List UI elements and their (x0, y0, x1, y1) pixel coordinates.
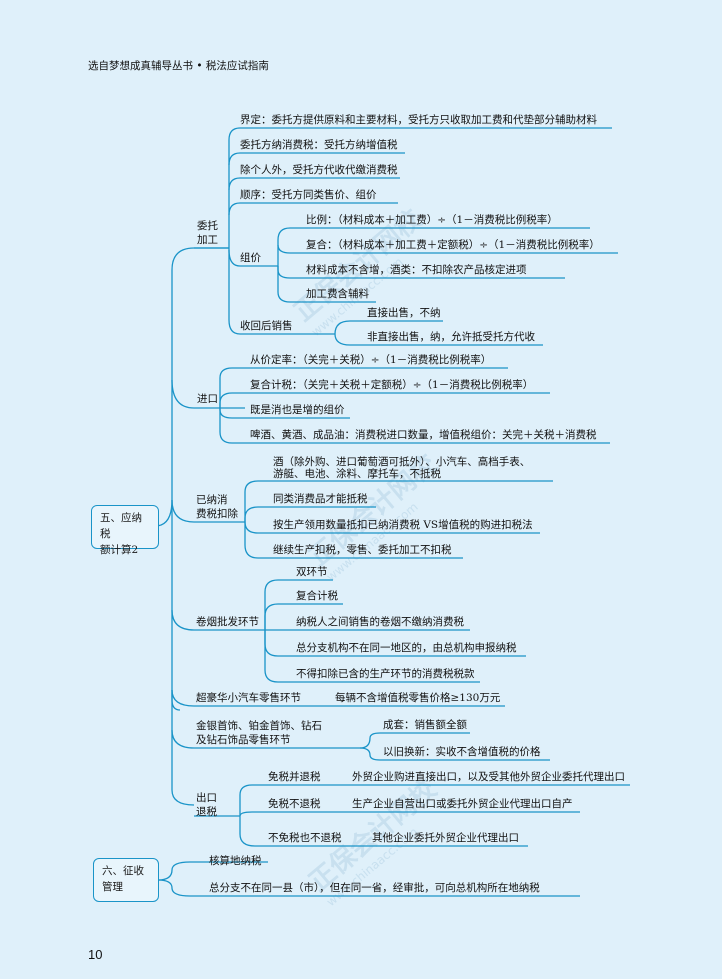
zujia-item: 材料成本不含增，酒类：不扣除农产品核定进项 (306, 264, 527, 276)
chaohao-label: 超豪华小汽车零售环节 (196, 692, 301, 704)
yina-item: 继续生产扣税，零售、委托加工不扣税 (273, 544, 452, 556)
chukou-row-value: 其他企业委托外贸企业代理出口 (372, 832, 519, 844)
jinyin-item: 以旧换新：实收不含增值税的价格 (383, 746, 541, 758)
shouhui-label: 收回后销售 (240, 320, 293, 332)
juanyan-item: 复合计税 (296, 590, 338, 602)
weituo-item: 顺序：受托方同类售价、组价 (240, 189, 377, 201)
yina-item: 按生产领用数量抵扣已纳消费税 VS增值税的购进扣税法 (273, 519, 533, 531)
weituo-label-line1: 委托 (197, 220, 218, 232)
running-header: 选自梦想成真辅导丛书 • 税法应试指南 (88, 60, 269, 72)
yina-label-line1: 已纳消 (196, 494, 228, 506)
chukou-row-label: 免税并退税 (268, 771, 321, 783)
jinyin-item: 成套：销售额全额 (383, 719, 467, 731)
section-6-item: 核算地纳税 (209, 855, 262, 867)
zujia-item: 加工费含辅料 (306, 288, 369, 300)
section-5-title-line2: 额计算2 (100, 544, 139, 556)
jinkou-item: 啤酒、黄酒、成品油：消费税进口数量，增值税组价：关完＋关税＋消费税 (250, 429, 597, 441)
zujia-item: 比例：（材料成本＋加工费）÷（1－消费税比例税率） (306, 214, 558, 226)
yina-label-line2: 费税扣除 (196, 508, 238, 520)
juanyan-item: 纳税人之间销售的卷烟不缴纳消费税 (296, 616, 464, 628)
chukou-row-value: 生产企业自营出口或委托外贸企业代理出口自产 (352, 798, 573, 810)
yina-item: 游艇、电池、涂料、摩托车，不抵税 (273, 468, 441, 480)
chukou-row-label: 免税不退税 (268, 798, 321, 810)
weituo-label-line2: 加工 (197, 234, 218, 246)
section-6-box: 六、征收 管理 (93, 858, 159, 902)
section-6-title-line2: 管理 (102, 881, 123, 893)
yina-item: 同类消费品才能抵税 (273, 493, 368, 505)
weituo-item: 除个人外，受托方代收代缴消费税 (240, 164, 398, 176)
section-6-title-line1: 六、征收 (102, 865, 144, 877)
jinyin-label-line2: 及钻石饰品零售环节 (196, 734, 291, 746)
chukou-label-line1: 出口 (196, 792, 217, 804)
weituo-item: 委托方纳消费税：受托方纳增值税 (240, 139, 398, 151)
chaohao-value: 每辆不含增值税零售价格≥130万元 (335, 692, 501, 704)
jinyin-label-line1: 金银首饰、铂金首饰、钻石 (196, 720, 322, 732)
jinkou-label: 进口 (197, 393, 218, 405)
juanyan-item: 总分支机构不在同一地区的，由总机构申报纳税 (296, 642, 517, 654)
chukou-label-line2: 退税 (196, 806, 217, 818)
shouhui-item: 直接出售，不纳 (367, 307, 441, 319)
section-6-item: 总分支不在同一县（市），但在同一省，经审批，可向总机构所在地纳税 (209, 882, 540, 894)
zujia-item: 复合：（材料成本＋加工费＋定额税）÷（1－消费税比例税率） (306, 239, 600, 251)
chukou-row-value: 外贸企业购进直接出口，以及受其他外贸企业委托代理出口 (352, 771, 625, 783)
juanyan-item: 不得扣除已含的生产环节的消费税税款 (296, 668, 475, 680)
page-number: 10 (88, 947, 103, 962)
section-5-title-line1: 五、应纳税 (100, 512, 142, 540)
yina-item: 酒（除外购、进口葡萄酒可抵外）、小汽车、高档手表、 (273, 456, 531, 468)
section-5-box: 五、应纳税 额计算2 (91, 505, 159, 556)
shouhui-item: 非直接出售，纳，允许抵受托方代收 (367, 331, 535, 343)
chukou-row-label: 不免税也不退税 (268, 832, 342, 844)
juanyan-label: 卷烟批发环节 (196, 616, 259, 628)
jinkou-item: 复合计税：（关完＋关税＋定额税）÷（1－消费税比例税率） (250, 379, 534, 391)
jinkou-item: 从价定率：（关完＋关税）÷（1－消费税比例税率） (250, 354, 492, 366)
juanyan-item: 双环节 (296, 566, 328, 578)
weituo-item: 界定：委托方提供原料和主要材料，受托方只收取加工费和代垫部分辅助材料 (240, 114, 597, 126)
jinkou-item: 既是消也是增的组价 (250, 404, 345, 416)
zujia-label: 组价 (240, 252, 261, 264)
